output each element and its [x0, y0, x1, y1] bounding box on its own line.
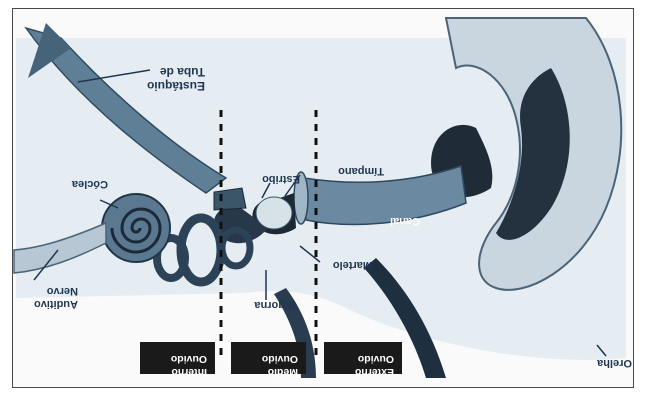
region-externo-line2: Externo: [355, 366, 394, 378]
label-martelo: Martelo: [333, 259, 372, 271]
region-medio-line2: Médio: [268, 366, 298, 378]
region-interno-line2: Interno: [171, 366, 207, 378]
region-box-interno: Ouvido Interno: [140, 342, 215, 378]
cochlea: [102, 194, 170, 262]
label-nervo-line2: Auditivo: [34, 298, 78, 310]
label-tuba-line2: Eustáquio: [147, 79, 205, 93]
region-externo-line1: Ouvido: [358, 353, 394, 365]
region-box-medio: Ouvido Médio: [231, 342, 306, 378]
region-box-externo: Ouvido Externo: [324, 342, 402, 378]
label-canal: Canal: [390, 215, 420, 227]
label-nervo-line1: Nervo: [47, 285, 78, 297]
region-interno-line1: Ouvido: [171, 353, 207, 365]
label-coclea: Cóclea: [71, 178, 108, 190]
label-bigorna: Bigorna: [254, 299, 296, 311]
label-orelha: Orelha: [596, 357, 632, 369]
label-tuba-line1: Tuba de: [160, 65, 205, 79]
rotated-illustration: [14, 18, 626, 378]
label-estribo: Estribo: [262, 173, 300, 185]
label-timpano: Tímpano: [338, 165, 384, 177]
region-medio-line1: Ouvido: [262, 353, 298, 365]
